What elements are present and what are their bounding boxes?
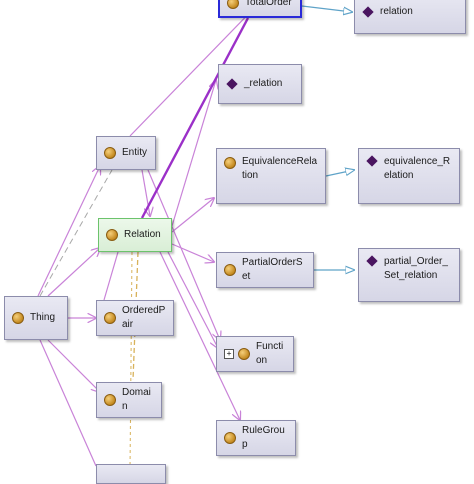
node-label: PartialOrderSet <box>242 257 303 282</box>
class-icon <box>12 312 24 324</box>
class-node-domain[interactable]: Domain <box>96 382 162 418</box>
expand-icon[interactable]: + <box>224 349 234 359</box>
edge-entity-function <box>147 169 220 340</box>
class-node-thing[interactable]: Thing <box>4 296 68 340</box>
edge-entity-relation <box>141 169 150 216</box>
edge-thing-domain <box>47 339 100 392</box>
node-label: OrderedPair <box>122 305 166 330</box>
class-node-partial-bottom[interactable] <box>96 464 166 484</box>
edge-totalorder-relation <box>301 5 352 12</box>
individual-icon <box>366 155 378 167</box>
class-icon <box>104 312 116 324</box>
individual-icon <box>226 78 238 90</box>
class-icon <box>227 0 239 9</box>
class-node-rule-group[interactable]: RuleGroup <box>216 420 296 456</box>
class-node-function[interactable]: + Function <box>216 336 294 372</box>
edge-thing-relation <box>47 248 100 297</box>
node-label: _relation <box>244 78 283 89</box>
edge-entity-top <box>129 0 263 137</box>
edge-relation-underscore-relation <box>171 80 216 227</box>
node-label: Relation <box>124 229 161 240</box>
class-icon <box>104 147 116 159</box>
class-icon <box>104 394 116 406</box>
class-node-partial-order-set[interactable]: PartialOrderSet <box>216 252 314 288</box>
node-label: equivalence_Relation <box>384 156 451 181</box>
class-node-equivalence-relation[interactable]: EquivalenceRelation <box>216 148 326 204</box>
edge-relation-totalorder <box>140 17 250 219</box>
class-node-total-order[interactable]: TotalOrder <box>218 0 302 18</box>
class-icon <box>106 229 118 241</box>
class-icon <box>224 432 236 444</box>
edge-relation-rulegroup <box>159 251 240 420</box>
ontology-graph-canvas <box>37 0 474 471</box>
node-label: EquivalenceRelation <box>242 156 318 181</box>
individual-icon <box>362 6 374 18</box>
node-label: Entity <box>122 147 148 158</box>
edge-relation-function <box>167 251 218 348</box>
node-label: RuleGroup <box>242 425 285 450</box>
dashed-edge-thing-entity <box>39 169 113 297</box>
individual-node-relation[interactable]: relation <box>354 0 466 34</box>
class-node-relation[interactable]: Relation <box>98 218 172 252</box>
node-label: TotalOrder <box>245 0 292 8</box>
node-label: partial_Order_Set_relation <box>384 256 448 281</box>
individual-node-equivalence-relation[interactable]: equivalence_Relation <box>358 148 460 204</box>
edge-thing-entity <box>37 166 100 297</box>
edge-equivalence-individual <box>325 170 354 177</box>
edge-relation-orderedpair <box>103 251 119 301</box>
node-label: relation <box>380 6 413 17</box>
node-label: Function <box>256 341 284 366</box>
individual-icon <box>366 255 378 267</box>
class-icon <box>224 157 236 169</box>
class-icon <box>224 264 236 276</box>
individual-node-underscore-relation[interactable]: _relation <box>218 64 302 104</box>
edge-thing-bottom <box>39 339 97 467</box>
node-label: Domain <box>122 387 151 412</box>
node-label: Thing <box>30 312 56 323</box>
individual-node-partial-order-set-relation[interactable]: partial_Order_Set_relation <box>358 248 460 302</box>
edge-relation-equivalence <box>171 198 214 233</box>
edge-relation-partialorderset <box>171 243 214 262</box>
class-node-entity[interactable]: Entity <box>96 136 156 170</box>
class-node-ordered-pair[interactable]: OrderedPair <box>96 300 174 336</box>
class-icon <box>238 348 250 360</box>
dashed-edge-relation-bottom <box>129 251 133 471</box>
